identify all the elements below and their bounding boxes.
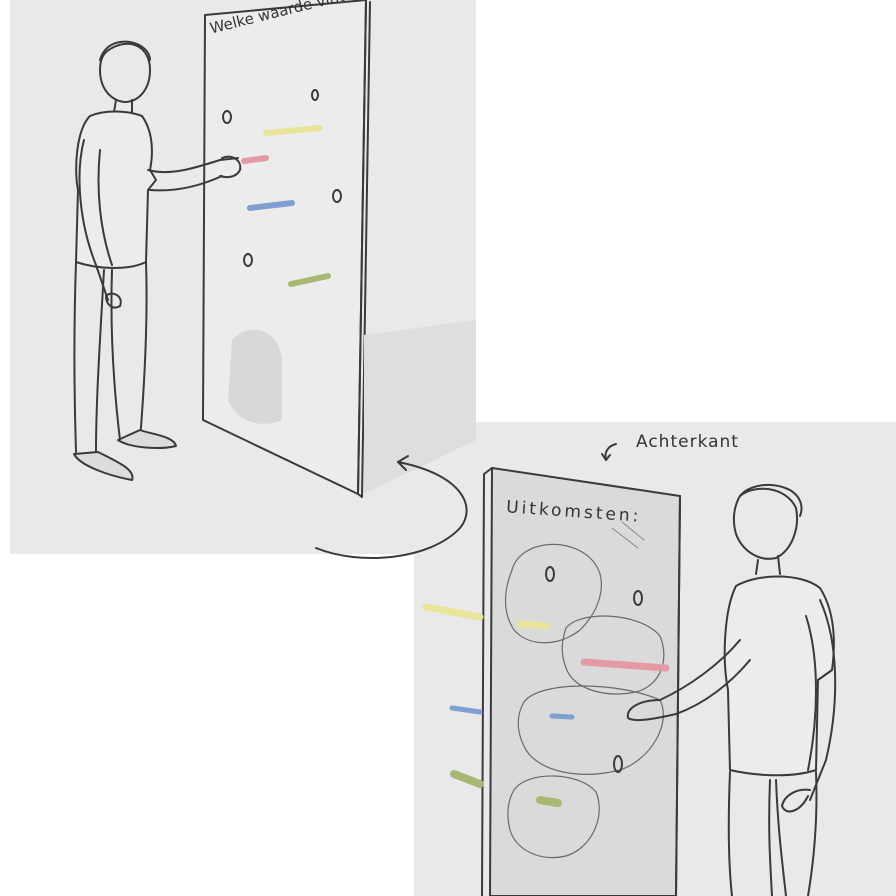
arrow-icon xyxy=(601,443,617,461)
curved-arrow-icon xyxy=(315,455,468,560)
front-board xyxy=(202,0,371,498)
back-person xyxy=(626,483,837,896)
front-person xyxy=(73,40,242,481)
back-side-label: Achterkant xyxy=(636,432,739,452)
back-board xyxy=(481,467,681,896)
front-pegs xyxy=(241,125,331,287)
back-pegs xyxy=(422,603,670,807)
